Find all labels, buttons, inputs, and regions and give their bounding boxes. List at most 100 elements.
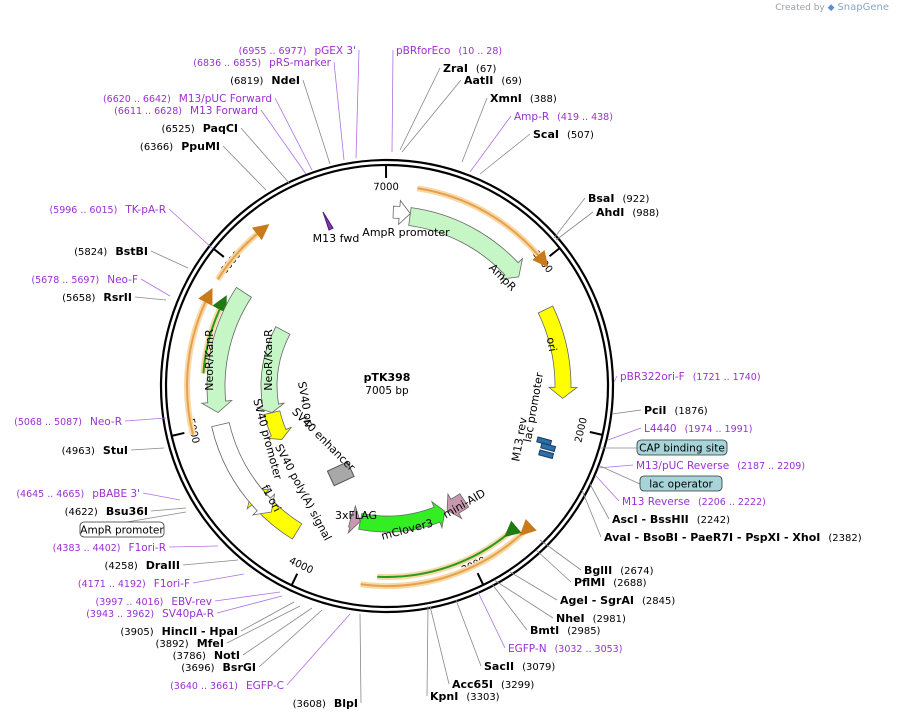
site-position: (2382)	[828, 533, 861, 544]
enzyme-label: KpnI(3303)	[430, 690, 500, 703]
feature-lac-marker	[541, 443, 556, 451]
site-name: pRS-marker	[269, 57, 332, 69]
site-position: (5678 .. 5697)	[31, 275, 99, 286]
site-name: AvaI - BsoBI - PaeR7I - PspXI - XhoI	[604, 531, 820, 544]
tick-mark	[590, 432, 603, 435]
site-name: BstBI	[115, 245, 148, 258]
enzyme-label: AgeI - SgrAI(2845)	[560, 594, 675, 607]
site-position: (10 .. 28)	[458, 46, 502, 57]
site-position: (5068 .. 5087)	[14, 417, 82, 428]
leader-line	[456, 600, 481, 666]
leader-line	[287, 614, 350, 685]
site-name: F1ori-F	[154, 578, 190, 590]
enzyme-label: (4258)DraIII	[104, 559, 180, 572]
leader-line	[141, 279, 170, 296]
leader-line	[261, 110, 306, 174]
tick-label: 7000	[373, 182, 399, 193]
brand-prefix: Created by	[775, 3, 825, 13]
tick-mark	[478, 573, 484, 585]
site-name: Amp-R	[514, 111, 549, 123]
site-name: M13 Forward	[190, 105, 258, 117]
primer-label: (6611 .. 6628) M13 Forward	[114, 105, 258, 117]
enzyme-label: PflMI(2688)	[574, 576, 647, 589]
primer-label: (3640 .. 3661)EGFP-C	[170, 680, 284, 692]
primer-label: (5678 .. 5697)Neo-F	[31, 274, 138, 286]
site-name: L4440	[644, 423, 677, 435]
primer-label: pBR322ori-F(1721 .. 1740)	[620, 371, 761, 383]
site-position: (3997 .. 4016)	[96, 597, 164, 608]
enzyme-label: AatII(69)	[464, 74, 522, 87]
feature-m13-fwd	[323, 212, 333, 230]
site-name: PpuMI	[181, 140, 220, 153]
primer-label: L4440(1974 .. 1991)	[644, 423, 752, 435]
site-name: M13/pUC Reverse	[636, 460, 729, 472]
snapgene-brand: Created by ◆ SnapGene	[775, 2, 889, 13]
enzyme-label: SacII(3079)	[484, 660, 555, 673]
tick-label: 2000	[573, 417, 589, 444]
site-position: (507)	[567, 130, 594, 141]
enzyme-label: (4963)StuI	[62, 444, 128, 457]
primer-label: (6955 .. 6977)pGEX 3'	[239, 45, 356, 57]
site-position: (3786)	[173, 651, 206, 662]
enzyme-label: (6819)NdeI	[230, 74, 300, 87]
enzyme-label: (6525)PaqCI	[162, 122, 239, 135]
primer-label: (3997 .. 4016)EBV-rev	[96, 596, 213, 608]
site-position: (2688)	[613, 578, 646, 589]
leader-line	[241, 602, 294, 631]
tick-mark	[214, 249, 224, 257]
primer-label: EGFP-N(3032 .. 3053)	[508, 643, 622, 655]
site-position: (3905)	[120, 627, 153, 638]
leader-line	[492, 584, 527, 630]
leader-line	[151, 251, 188, 268]
leader-line	[582, 490, 601, 537]
primer-label: (5068 .. 5087)Neo-R	[14, 416, 122, 428]
site-position: (4645 .. 4665)	[16, 489, 84, 500]
site-name: SV40pA-R	[162, 608, 214, 620]
site-position: (4622)	[65, 507, 98, 518]
leader-line	[169, 209, 212, 248]
site-position: (5996 .. 6015)	[49, 205, 117, 216]
site-name: NheI	[556, 612, 585, 625]
enzyme-label: (3608) BlpI	[293, 697, 358, 710]
site-position: (3696)	[181, 663, 214, 674]
leader-line	[259, 610, 322, 667]
site-position: (6836 .. 6855)	[193, 58, 261, 69]
leader-line	[125, 418, 166, 421]
site-position: (922)	[622, 194, 649, 205]
leader-line	[151, 508, 186, 511]
site-position: (6611 .. 6628)	[114, 106, 182, 117]
site-name: BlpI	[334, 697, 358, 710]
enzyme-label: XmnI(388)	[490, 92, 557, 105]
site-name: NdeI	[271, 74, 300, 87]
leader-line	[402, 80, 461, 152]
leader-line	[303, 80, 330, 164]
cap-binding-site-label: CAP binding site	[639, 443, 725, 455]
primer-label: (4645 .. 4665)pBABE 3'	[16, 488, 140, 500]
ampr-promoter-left-label: AmpR promoter	[80, 525, 164, 537]
site-position: (3608)	[293, 699, 326, 710]
site-position: (2845)	[642, 596, 675, 607]
enzyme-label: NheI(2981)	[556, 612, 626, 625]
leader-line	[243, 608, 312, 655]
leader-line	[241, 128, 290, 184]
leader-line	[554, 198, 585, 238]
site-name: F1ori-R	[129, 542, 166, 554]
enzyme-label: AscI - BssHII(2242)	[612, 513, 730, 526]
leader-line	[275, 98, 312, 170]
site-name: EGFP-N	[508, 643, 547, 655]
enzyme-label: AvaI - BsoBI - PaeR7I - PspXI - XhoI (238…	[604, 531, 862, 544]
enzyme-label: AhdI(988)	[596, 206, 659, 219]
primer-label: (3943 .. 3962)SV40pA-R	[86, 608, 214, 620]
primer-label: pBRforEco(10 .. 28)	[396, 45, 502, 57]
feature-label: NeoR/KanR	[203, 329, 216, 391]
site-name: BsrGI	[223, 661, 256, 674]
site-name: PaqCI	[203, 122, 238, 135]
enzyme-label: (5658)RsrII	[62, 291, 132, 304]
site-name: RsrII	[103, 291, 132, 304]
enzyme-label: (6366)PpuMI	[140, 140, 220, 153]
leader-line	[480, 134, 530, 174]
primer-label: (6836 .. 6855) pRS-marker	[193, 57, 331, 69]
tick-label: 4000	[287, 556, 315, 577]
site-position: (4171 .. 4192)	[78, 579, 146, 590]
